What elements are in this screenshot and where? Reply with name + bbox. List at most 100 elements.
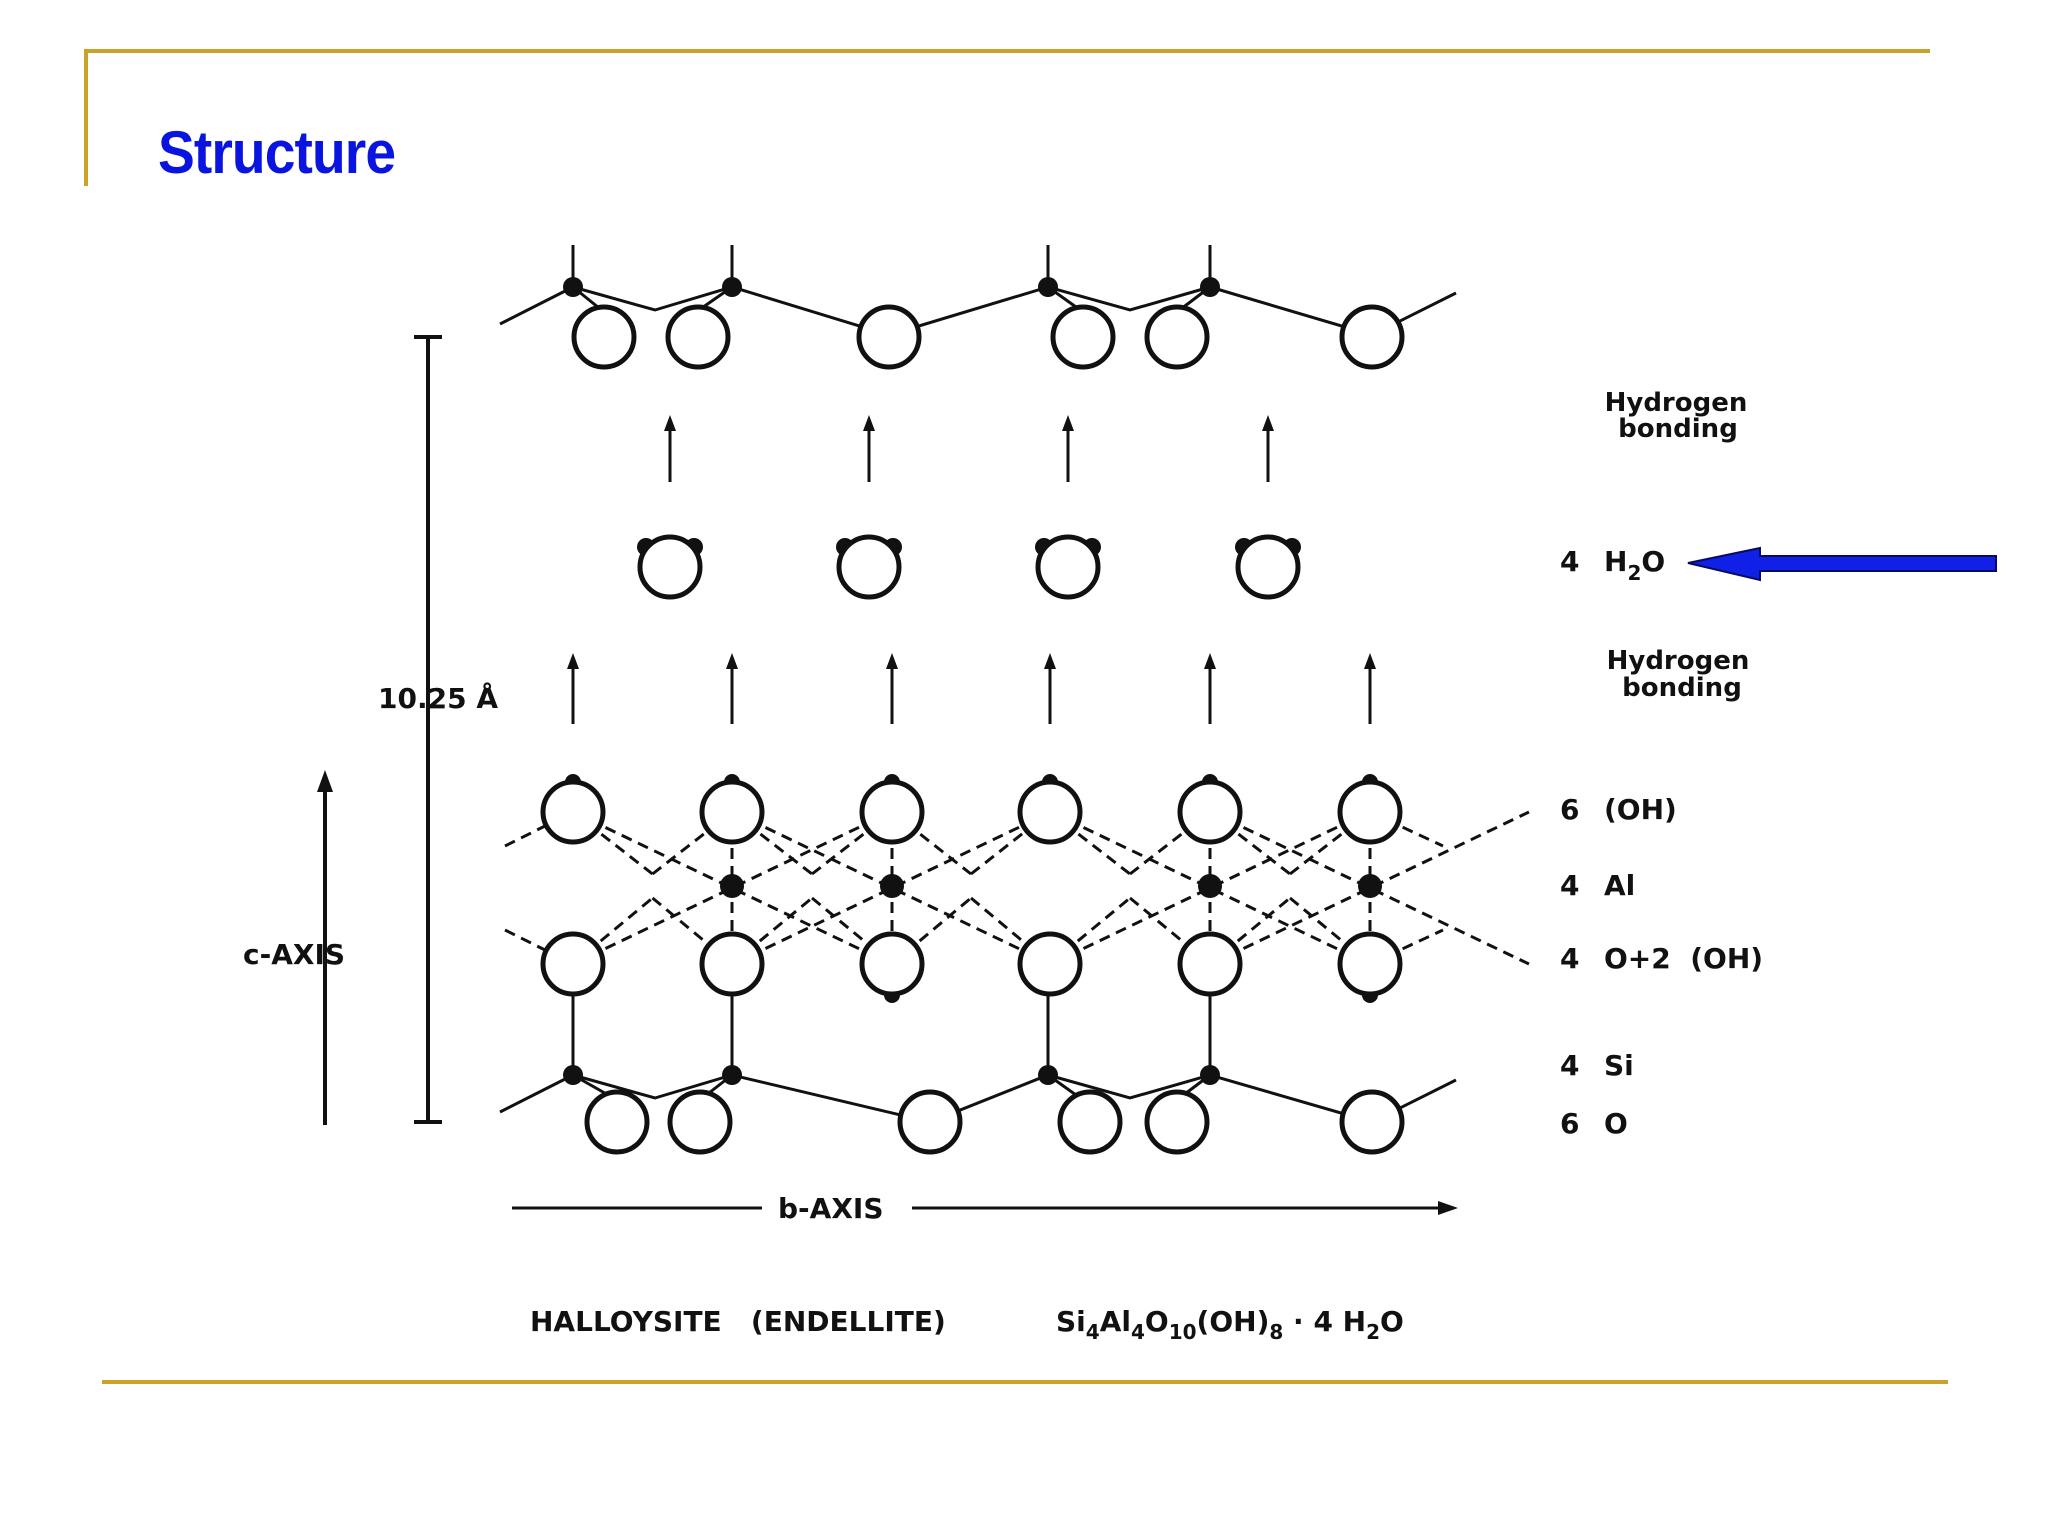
lower-hydrogen-bond-arrow-head xyxy=(1044,653,1056,669)
bottom-accent-line xyxy=(102,1380,1948,1384)
hydroxyl-layer-label: 6 (OH) xyxy=(1560,793,1677,826)
lower-hydrogen-bond-arrow-head xyxy=(886,653,898,669)
svg-text:Si: Si xyxy=(1604,1049,1634,1082)
slide-title: Structure xyxy=(158,119,396,186)
hydroxyl-atom xyxy=(699,779,765,845)
top-silicon-atom xyxy=(1038,277,1058,297)
b-axis-label: b-AXIS xyxy=(778,1192,884,1225)
svg-text:4: 4 xyxy=(1560,1049,1579,1082)
lower-hydrogen-bond-arrow-head xyxy=(1364,653,1376,669)
top-oxygen-atom xyxy=(665,304,731,370)
upper-hydrogen-bond-arrow-head xyxy=(1262,415,1274,431)
shared-oxygen-atom xyxy=(1017,931,1083,997)
bottom-oxygen-atom xyxy=(1339,1089,1405,1155)
svg-text:H2O: H2O xyxy=(1604,545,1665,585)
svg-text:6: 6 xyxy=(1560,793,1579,826)
left-accent-line xyxy=(84,49,88,186)
bottom-oxygen-atom xyxy=(897,1089,963,1155)
aluminum-atom xyxy=(1358,874,1382,898)
water-layer-label: 4 H2O xyxy=(1560,545,1665,585)
c-axis-label: c-AXIS xyxy=(243,938,345,971)
lower-hydrogen-bond-arrow-head xyxy=(567,653,579,669)
bottom-oxygen-atom xyxy=(667,1089,733,1155)
silicon-layer-label: 4 Si xyxy=(1560,1049,1634,1082)
svg-text:4: 4 xyxy=(1560,545,1579,578)
dimension-bracket xyxy=(414,335,442,1124)
shared-oxygen-atom xyxy=(699,931,765,997)
svg-text:O+2 (OH): O+2 (OH) xyxy=(1604,942,1763,975)
shared-oxygen-atom xyxy=(1337,931,1403,997)
aluminum-atom xyxy=(1198,874,1222,898)
mineral-name-caption: HALLOYSITE (ENDELLITE) xyxy=(530,1305,946,1338)
water-molecule xyxy=(836,534,902,600)
top-silicon-atom xyxy=(1200,277,1220,297)
top-oxygen-atom xyxy=(571,304,637,370)
top-silicon-atom xyxy=(722,277,742,297)
hydrogen-bonding-bottom-line2: bonding xyxy=(1622,673,1742,703)
hydroxyl-atom xyxy=(1017,779,1083,845)
upper-hydrogen-bond-arrow-head xyxy=(664,415,676,431)
water-molecule xyxy=(1235,534,1301,600)
hydroxyl-atom xyxy=(540,779,606,845)
hydrogen-bonding-top-line1: Hydrogen xyxy=(1605,388,1748,418)
octahedral-dashed-bond xyxy=(1369,928,1444,966)
upper-hydrogen-bond-arrow-head xyxy=(863,415,875,431)
bottom-oxygen-atom xyxy=(584,1089,650,1155)
bottom-silicon-atom xyxy=(1200,1065,1220,1085)
shared-oxygen-atom xyxy=(1177,931,1243,997)
lower-hydrogen-bond-arrow-head xyxy=(726,653,738,669)
svg-text:Al: Al xyxy=(1604,869,1635,902)
aluminum-dashed-bond xyxy=(572,810,892,966)
aluminum-dashed-bond xyxy=(1050,810,1370,966)
aluminum-dashed-bond xyxy=(1050,810,1370,966)
chemical-formula: Si4Al4O10(OH)8 · 4 H2O xyxy=(1056,1305,1404,1344)
svg-text:4: 4 xyxy=(1560,942,1579,975)
svg-text:6: 6 xyxy=(1560,1107,1579,1140)
aluminum-atom xyxy=(720,874,744,898)
aluminum-dashed-bond xyxy=(1210,810,1530,966)
bottom-sheet-bond-line xyxy=(499,1073,1457,1124)
top-accent-line xyxy=(84,49,1930,53)
lower-hydrogen-bond-arrow-head xyxy=(1204,653,1216,669)
svg-text:4: 4 xyxy=(1560,869,1579,902)
pointer-arrow xyxy=(1687,546,1997,582)
aluminum-layer-label: 4 Al xyxy=(1560,869,1635,902)
hydrogen-bonding-top-line2: bonding xyxy=(1618,414,1738,444)
dimension-label: 10.25 Å xyxy=(378,681,498,715)
hydrogen-bonding-bottom-line1: Hydrogen xyxy=(1607,646,1750,676)
hydroxyl-atom xyxy=(1337,779,1403,845)
shared-oxygen-atom xyxy=(540,931,606,997)
water-molecule xyxy=(637,534,703,600)
aluminum-atom xyxy=(880,874,904,898)
b-axis-arrow xyxy=(512,1201,1458,1215)
bottom-silicon-atom xyxy=(563,1065,583,1085)
top-oxygen-atom xyxy=(1339,304,1405,370)
bottom-silicon-atom xyxy=(722,1065,742,1085)
upper-hydrogen-bond-arrow-head xyxy=(1062,415,1074,431)
top-oxygen-atom xyxy=(1144,304,1210,370)
oxygen-hydroxyl-layer-label: 4 O+2 (OH) xyxy=(1560,942,1763,975)
aluminum-dashed-bond xyxy=(732,810,1052,966)
bottom-oxygen-atom xyxy=(1057,1089,1123,1155)
bottom-oxygen-atom xyxy=(1144,1089,1210,1155)
top-silicon-atom xyxy=(563,277,583,297)
octahedral-dashed-bond xyxy=(1369,810,1444,848)
top-oxygen-atom xyxy=(1050,304,1116,370)
top-sheet-bond-line xyxy=(499,285,1457,337)
shared-oxygen-atom xyxy=(859,931,925,997)
top-oxygen-atom xyxy=(856,304,922,370)
water-molecule xyxy=(1035,534,1101,600)
c-axis-arrow xyxy=(317,770,333,1125)
hydroxyl-atom xyxy=(1177,779,1243,845)
hydroxyl-atom xyxy=(859,779,925,845)
svg-text:O: O xyxy=(1604,1107,1628,1140)
aluminum-dashed-bond xyxy=(572,810,892,966)
bottom-silicon-atom xyxy=(1038,1065,1058,1085)
svg-text:(OH): (OH) xyxy=(1604,793,1677,826)
oxygen-layer-label: 6 O xyxy=(1560,1107,1628,1140)
aluminum-dashed-bond xyxy=(732,810,1052,966)
aluminum-dashed-bond xyxy=(1210,810,1530,966)
atomic-structure xyxy=(499,245,1530,1155)
